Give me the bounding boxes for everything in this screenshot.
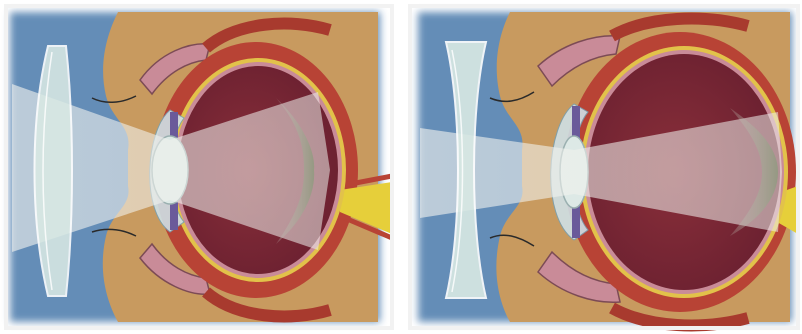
panel-right-diverging bbox=[410, 6, 798, 328]
panel-left-converging bbox=[6, 6, 392, 328]
